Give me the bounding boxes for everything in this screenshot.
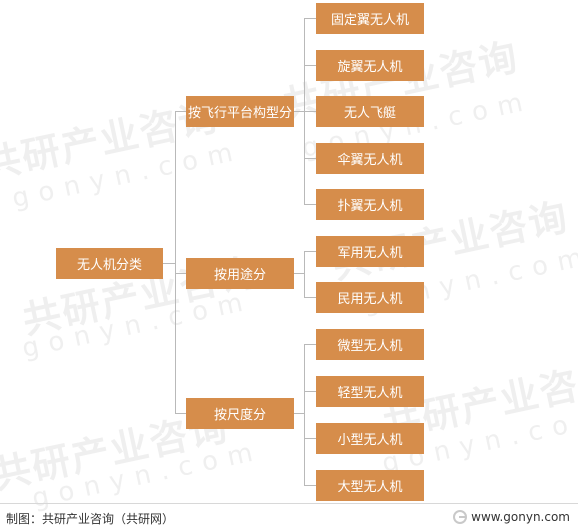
- leaf-node: 民用无人机: [316, 282, 424, 313]
- connector-line: [294, 273, 304, 274]
- connector-line: [304, 344, 305, 485]
- connector-line: [304, 18, 316, 19]
- connector-line: [304, 391, 316, 392]
- leaf-node: 伞翼无人机: [316, 143, 424, 174]
- footer-website: www.gonyn.com: [471, 510, 570, 524]
- leaf-node: 军用无人机: [316, 236, 424, 267]
- group-node-scale: 按尺度分: [186, 398, 294, 429]
- connector-line: [304, 485, 316, 486]
- connector-line: [304, 251, 305, 297]
- connector-line: [294, 111, 304, 112]
- connector-line: [304, 297, 316, 298]
- group-node-usage: 按用途分: [186, 258, 294, 289]
- connector-line: [304, 204, 316, 205]
- connector-line: [304, 65, 316, 66]
- connector-line: [175, 111, 176, 414]
- connector-line: [304, 111, 316, 112]
- connector-line: [294, 413, 304, 414]
- footer: 制图：共研产业咨询（共研网） www.gonyn.com: [0, 503, 578, 529]
- leaf-node: 微型无人机: [316, 329, 424, 360]
- footer-website-wrap: www.gonyn.com: [453, 510, 570, 524]
- leaf-node: 小型无人机: [316, 423, 424, 454]
- leaf-node: 旋翼无人机: [316, 50, 424, 81]
- connector-line: [304, 251, 316, 252]
- gonyn-logo-icon: [453, 510, 468, 524]
- connector-line: [175, 413, 186, 414]
- leaf-node: 扑翼无人机: [316, 189, 424, 220]
- leaf-node: 固定翼无人机: [316, 3, 424, 34]
- connector-line: [175, 273, 186, 274]
- root-node: 无人机分类: [56, 248, 163, 279]
- connector-line: [163, 263, 175, 264]
- leaf-node: 大型无人机: [316, 470, 424, 501]
- leaf-node: 轻型无人机: [316, 376, 424, 407]
- connector-line: [175, 111, 186, 112]
- connector-line: [304, 344, 316, 345]
- connector-line: [304, 158, 316, 159]
- group-node-flight-platform: 按飞行平台构型分: [186, 96, 294, 127]
- connector-line: [304, 438, 316, 439]
- footer-source: 制图：共研产业咨询（共研网）: [6, 512, 175, 526]
- leaf-node: 无人飞艇: [316, 96, 424, 127]
